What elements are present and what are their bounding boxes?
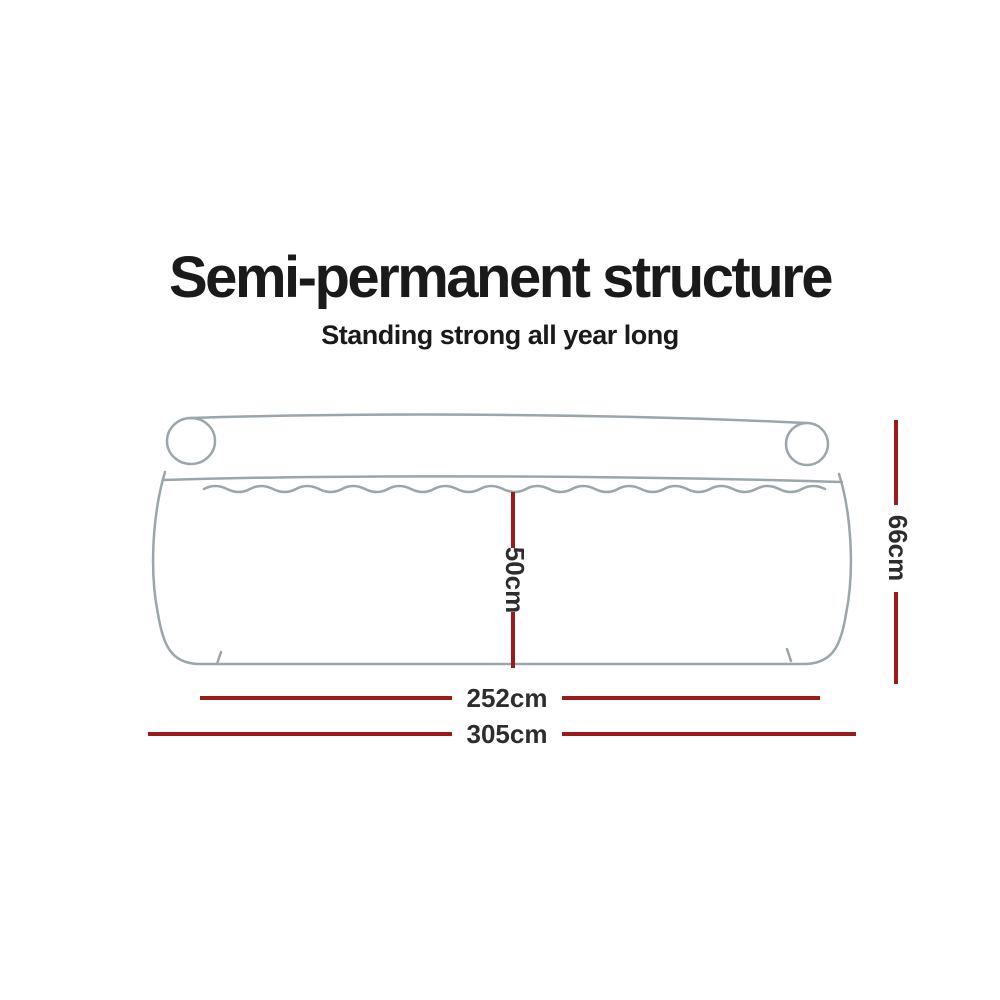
- seam-mark-right: [785, 647, 793, 663]
- dim-66cm-label: 66cm: [883, 515, 913, 582]
- page-title: Semi-permanent structure: [169, 245, 833, 310]
- pool-top-ring: [165, 413, 830, 467]
- pool-outline: [151, 470, 853, 666]
- dimension-inner-depth: 50cm: [500, 492, 530, 668]
- dimension-outer-width: 305cm: [148, 719, 856, 749]
- water-line: [202, 484, 827, 494]
- pool-top-rim: [161, 475, 844, 484]
- dimension-inner-width: 252cm: [200, 683, 820, 713]
- dim-252cm-label: 252cm: [467, 683, 548, 713]
- seam-mark-left: [215, 650, 223, 666]
- ring-top-edge: [189, 413, 808, 425]
- dim-305cm-label: 305cm: [467, 719, 548, 749]
- ring-right-cap: [784, 421, 830, 467]
- dimension-total-height: 66cm: [883, 420, 913, 684]
- dim-50cm-label: 50cm: [500, 547, 530, 614]
- page-subtitle: Standing strong all year long: [321, 320, 679, 350]
- ring-left-cap: [165, 416, 217, 466]
